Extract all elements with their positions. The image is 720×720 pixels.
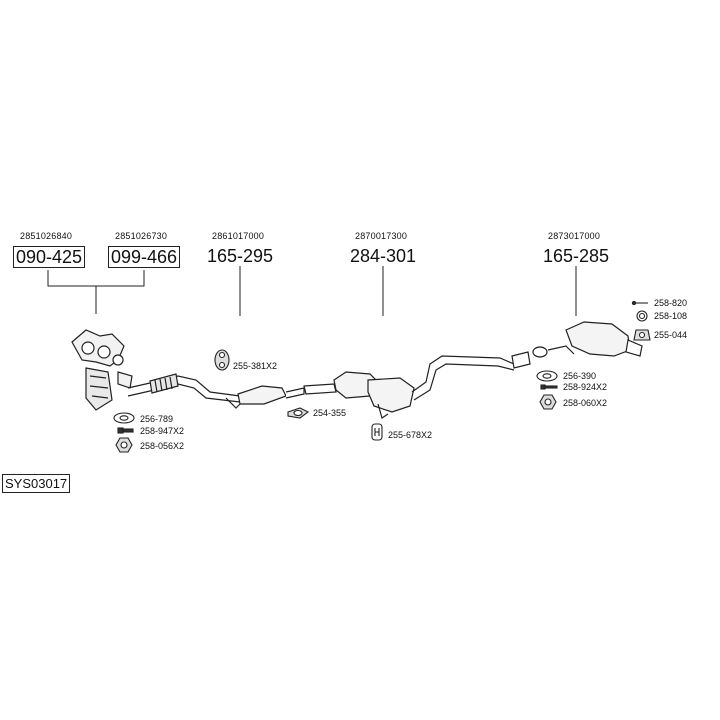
rubber-mount-icon bbox=[633, 329, 651, 341]
system-code: SYS03017 bbox=[2, 474, 71, 493]
accessory-label[interactable]: 258-820 bbox=[654, 298, 688, 308]
clamp-icon bbox=[287, 407, 310, 419]
part-number-099-466[interactable]: 099-466 bbox=[108, 246, 181, 268]
oem-number-4: 2870017300 bbox=[355, 231, 408, 241]
nut-icon bbox=[115, 437, 133, 453]
ring-icon bbox=[636, 310, 648, 322]
pin-icon bbox=[631, 300, 648, 306]
part-number-090-425[interactable]: 090-425 bbox=[13, 246, 86, 268]
oem-number-1: 2851026840 bbox=[20, 231, 73, 241]
oem-number-5: 2873017000 bbox=[548, 231, 601, 241]
accessory-label[interactable]: 255-381X2 bbox=[233, 361, 278, 371]
catalytic-converter-drawing bbox=[71, 329, 133, 411]
part-number-284-301[interactable]: 284-301 bbox=[350, 246, 417, 266]
rear-silencer-drawing bbox=[511, 321, 643, 369]
leader-catalysts bbox=[47, 270, 145, 314]
gasket-icon bbox=[113, 412, 135, 424]
gasket-icon bbox=[536, 370, 558, 382]
oem-number-2: 2851026730 bbox=[115, 231, 168, 241]
accessory-label[interactable]: 258-108 bbox=[654, 311, 688, 321]
accessory-label[interactable]: 254-355 bbox=[313, 408, 347, 418]
accessory-label[interactable]: 258-947X2 bbox=[140, 426, 185, 436]
part-number-165-285[interactable]: 165-285 bbox=[543, 246, 610, 266]
oem-number-3: 2861017000 bbox=[212, 231, 265, 241]
centre-silencer-drawing bbox=[237, 385, 305, 405]
rubber-mount-icon bbox=[214, 349, 230, 371]
part-number-165-295[interactable]: 165-295 bbox=[207, 246, 274, 266]
accessory-label[interactable]: 255-044 bbox=[654, 330, 688, 340]
accessory-label[interactable]: 258-060X2 bbox=[563, 398, 608, 408]
nut-icon bbox=[539, 394, 557, 410]
accessory-label[interactable]: 255-678X2 bbox=[388, 430, 433, 440]
front-pipe-drawing bbox=[127, 373, 241, 409]
accessory-label[interactable]: 258-924X2 bbox=[563, 382, 608, 392]
accessory-label[interactable]: 258-056X2 bbox=[140, 441, 185, 451]
hanger-icon bbox=[371, 423, 383, 441]
bolt-icon bbox=[540, 384, 558, 390]
bolt-icon bbox=[117, 427, 134, 434]
accessory-label[interactable]: 256-789 bbox=[140, 414, 174, 424]
middle-silencer-drawing bbox=[303, 355, 515, 419]
accessory-label[interactable]: 256-390 bbox=[563, 371, 597, 381]
